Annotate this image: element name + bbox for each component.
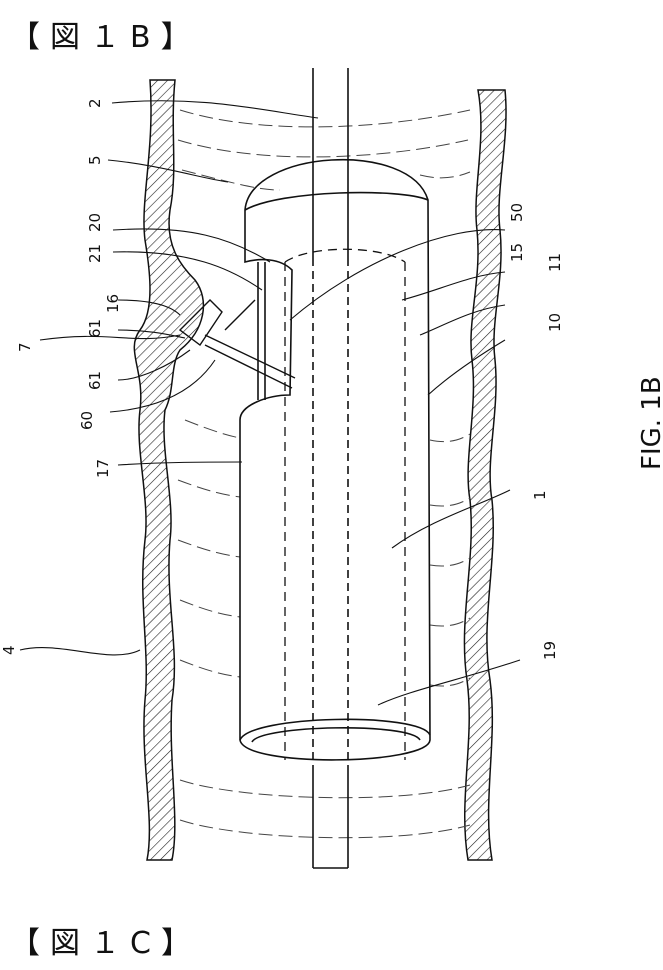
catheter-shaft — [313, 68, 348, 868]
label-15: 15 — [508, 243, 526, 262]
label-1: 1 — [531, 490, 549, 500]
label-19: 19 — [541, 641, 559, 660]
port-element — [180, 300, 295, 388]
label-4: 4 — [0, 645, 18, 655]
inner-tube-dashed — [285, 249, 405, 760]
label-7: 7 — [16, 342, 34, 352]
label-60: 60 — [78, 411, 96, 430]
leader-lines — [20, 101, 520, 705]
label-16: 16 — [104, 294, 122, 313]
vessel-wall-left — [134, 80, 203, 860]
label-50: 50 — [508, 203, 526, 222]
label-20: 20 — [86, 213, 104, 232]
label-5: 5 — [86, 155, 104, 165]
label-21: 21 — [86, 244, 104, 263]
label-11: 11 — [546, 253, 564, 272]
label-61b: 61 — [86, 371, 104, 390]
label-10: 10 — [546, 313, 564, 332]
figure-label: FIG. 1B — [637, 376, 663, 470]
label-2: 2 — [86, 98, 104, 108]
label-17: 17 — [94, 459, 112, 478]
vessel-wall-right — [464, 90, 506, 860]
label-61a: 61 — [86, 319, 104, 338]
